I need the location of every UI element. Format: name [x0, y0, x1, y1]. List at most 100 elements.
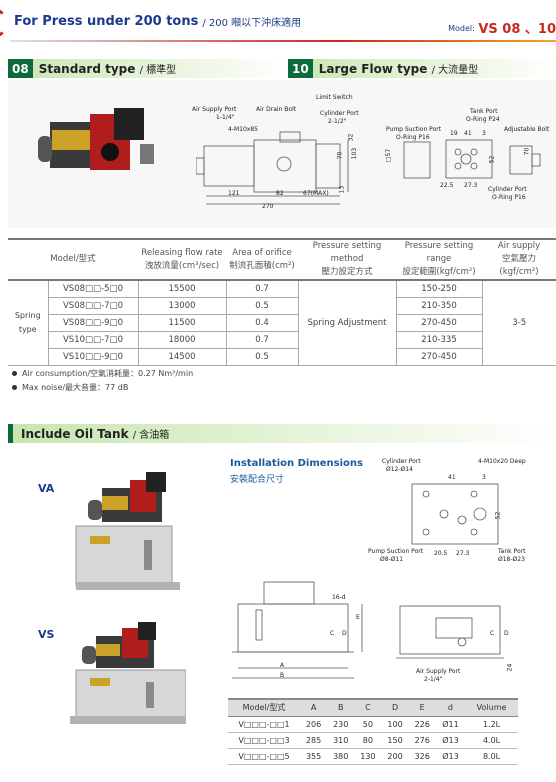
table-row: V□□□-□□3 285 310 80 150 276 Ø13 4.0L — [228, 732, 518, 749]
vt-cell: 130 — [354, 748, 382, 765]
page-title-zh: / 200 噸以下沖床適用 — [202, 18, 302, 29]
vt-cell: 380 — [327, 748, 355, 765]
dim-32: 32 — [347, 133, 355, 142]
vt-cell: 150 — [381, 732, 409, 749]
vt-cell: V□□□-□□5 — [228, 748, 300, 765]
vt-cell: 226 — [408, 716, 436, 733]
diagram-08-drawing — [196, 131, 349, 205]
vt-cell: 8.0L — [465, 748, 518, 765]
section-10-title-text: Large Flow type — [318, 62, 428, 76]
tank-label-air-size: 2-1/4" — [424, 676, 443, 683]
install-label-cylinder-size: Ø12-Ø14 — [386, 466, 413, 473]
spec-flow: 11500 — [138, 314, 227, 332]
dim-13: 13 — [338, 185, 346, 194]
dim-82: 82 — [276, 190, 284, 197]
spec-header-air-l1: Air supply — [497, 241, 541, 251]
spec-header-range-l1: Pressure setting range — [404, 241, 474, 264]
valve-photo — [38, 108, 154, 170]
dim-3: 3 — [482, 130, 486, 137]
label-oring-p24: O-Ring P24 — [466, 116, 500, 123]
vt-cell: 230 — [327, 716, 355, 733]
tank-dim-b: B — [280, 672, 285, 679]
model-label: Model — [448, 24, 473, 33]
tank-dim-24: 24 — [506, 663, 514, 672]
tank-label-air-supply: Air Supply Port — [416, 668, 461, 675]
spec-flow: 14500 — [138, 348, 227, 366]
spec-header-range-l2: 設定範圍(kgf/cm²) — [402, 267, 476, 277]
install-drawing — [411, 483, 499, 545]
dim-67max: 67(MAX) — [303, 190, 329, 197]
install-label-tank: Tank Port — [498, 548, 526, 555]
vt-cell: 100 — [381, 716, 409, 733]
dim-70: 70 — [336, 151, 344, 160]
install-label-cylinder-port: Cylinder Port — [382, 458, 421, 465]
install-title-zh: 安裝配合尺寸 — [230, 475, 285, 485]
dim-52: 52 — [488, 155, 496, 164]
spec-header-air-l2: 空氣壓力(kgf/cm²) — [499, 254, 539, 277]
section-08-number: 08 — [8, 59, 33, 78]
label-pump-suction: Pump Suction Port — [386, 126, 442, 133]
label-adjustable-bolt: Adjustable Bolt — [504, 126, 550, 133]
header-divider — [10, 40, 556, 42]
table-row: VS08□□-9□0 11500 0.4 270-450 — [8, 314, 556, 332]
section-08-bar: 08 Standard type / 標準型 — [8, 59, 288, 78]
table-row: VS10□□-7□0 18000 0.7 210-335 — [8, 331, 556, 349]
vt-header-model: Model/型式 — [228, 698, 300, 717]
install-dim-52: 52 — [494, 511, 502, 520]
tank-front-dim-d: D — [504, 630, 509, 637]
spec-range: 270-450 — [396, 314, 483, 332]
table-row: V□□□-□□5 355 380 130 200 326 Ø13 8.0L — [228, 748, 518, 765]
tank-side-drawing — [232, 581, 363, 679]
install-label-thread: 4-M10x20 Deep — [478, 458, 526, 465]
spec-model: VS08□□-9□0 — [48, 314, 139, 332]
table-row: V□□□-□□1 206 230 50 100 226 Ø11 1.2L — [228, 716, 518, 733]
vt-header-b: B — [327, 698, 355, 717]
vt-header-a: A — [300, 698, 328, 717]
tank-front-drawing — [396, 605, 504, 659]
oil-section-title: Include Oil Tank / 含油箱 — [21, 426, 169, 441]
dim-57: □57 — [385, 148, 393, 163]
install-title: Installation Dimensions — [230, 458, 363, 469]
label-air-supply-size: 1-1/4" — [216, 114, 235, 121]
tank-dim-16d: 16-d — [332, 594, 346, 601]
label-cylinder-size: 2-1/2" — [328, 118, 347, 125]
va-photo — [75, 472, 180, 590]
tank-front-dim-c: C — [490, 630, 495, 637]
vt-cell: 200 — [381, 748, 409, 765]
spec-header-method-l1: Pressure setting method — [312, 241, 382, 264]
vt-header-volume: Volume — [465, 698, 518, 717]
dim-270: 270 — [262, 203, 274, 210]
note-max-noise: Max noise/最大音量：77 dB — [12, 382, 128, 393]
section-08-title: Standard type / 標準型 — [39, 61, 176, 76]
vt-header-d: D — [381, 698, 409, 717]
spec-header-range: Pressure setting range 設定範圍(kgf/cm²) — [396, 238, 482, 281]
spec-model: VS08□□-7□0 — [48, 297, 139, 315]
dim-70b: 70 — [523, 147, 531, 156]
vt-cell: 4.0L — [465, 732, 518, 749]
spec-area: 0.7 — [226, 280, 299, 298]
vt-cell: 326 — [408, 748, 436, 765]
spec-area: 0.4 — [226, 314, 299, 332]
spec-model: VS08□□-5□0 — [48, 280, 139, 298]
spec-header-air: Air supply 空氣壓力(kgf/cm²) — [482, 238, 556, 281]
section-08-title-zh: / 標準型 — [139, 65, 177, 76]
vt-cell: 355 — [300, 748, 328, 765]
model-sep: : — [472, 24, 475, 33]
variant-vs-label: VS — [38, 628, 55, 641]
dim-121: 121 — [228, 190, 240, 197]
label-oring-p16-b: O-Ring P16 — [492, 194, 526, 201]
label-cylinder-port: Cylinder Port — [320, 110, 359, 117]
tank-dim-a: A — [280, 662, 285, 669]
spec-header-area-l1: Area of orifice — [232, 247, 292, 258]
model-header: Model: VS 08 、10 — [448, 18, 556, 37]
vt-header-c: C — [354, 698, 382, 717]
section-10-title-zh: / 大流量型 — [431, 65, 479, 76]
spec-area: 0.5 — [226, 348, 299, 366]
install-dim-41: 41 — [448, 474, 456, 481]
vs-photo — [70, 622, 186, 724]
label-air-drain-bolt: Air Drain Bolt — [256, 106, 297, 113]
model-value: VS 08 、10 — [478, 22, 556, 37]
spec-range: 210-350 — [396, 297, 483, 315]
